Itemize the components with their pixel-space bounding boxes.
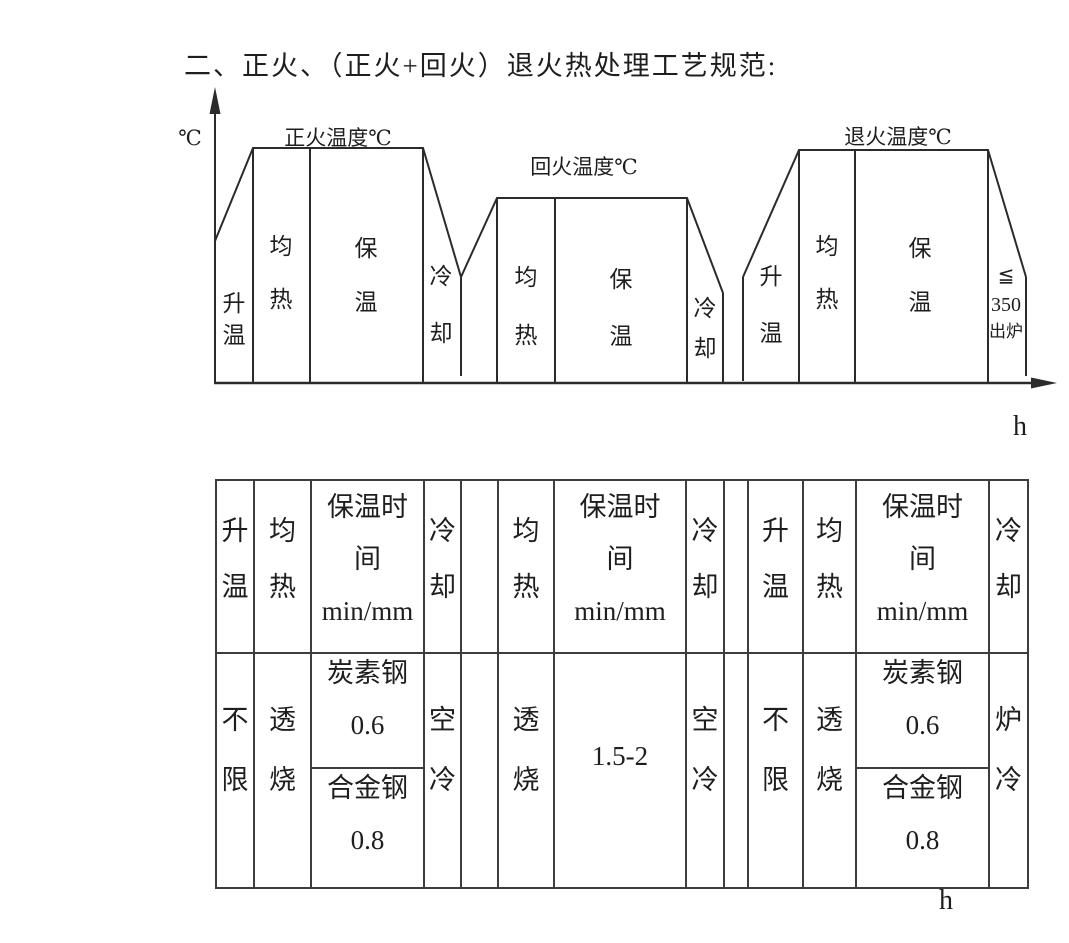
cell-soak-2: 透 烧 — [497, 652, 555, 889]
header-holdtime-1: 保温时 间 min/mm — [310, 479, 425, 654]
seg3-hold-label: 保 温 — [908, 236, 932, 315]
seg2-cool-label: 冷 却 — [693, 296, 717, 361]
cell-cool-3: 炉 冷 — [988, 652, 1029, 889]
seg2-hold-label: 保 温 — [609, 267, 633, 349]
header-cool-2: 冷 却 — [685, 479, 725, 654]
y-axis-unit-label: ℃ — [178, 126, 202, 150]
cell-alloy-steel-1: 合金钢 0.8 — [310, 767, 425, 889]
header-heatup-3: 升 温 — [747, 479, 804, 654]
normalizing-temp-label: 正火温度℃ — [284, 126, 392, 150]
cell-text: 合金钢 0.8 — [327, 773, 408, 855]
process-table: 升 温 均 热 保温时 间 min/mm 冷 却 均 热 保温时 间 min/m… — [215, 479, 1029, 889]
seg1-hold-label: 保 温 — [354, 236, 378, 315]
cell-cool-2: 空 冷 — [685, 652, 725, 889]
cell-cool-1: 空 冷 — [423, 652, 462, 889]
header-heatup-1: 升 温 — [215, 479, 255, 654]
header-soak-3: 均 热 — [802, 479, 857, 654]
header-cool-3: 冷 却 — [988, 479, 1029, 654]
cell-carbon-steel-3: 炭素钢 0.6 — [855, 652, 990, 769]
page-title: 二、正火、（正火+回火）退火热处理工艺规范: — [184, 51, 778, 81]
cell-soak-3: 透 烧 — [802, 652, 857, 889]
annealing-temp-label: 退火温度℃ — [844, 125, 952, 149]
cell-alloy-steel-3: 合金钢 0.8 — [855, 767, 990, 889]
header-spacer-1 — [460, 479, 499, 654]
x-axis-unit-label: h — [1013, 411, 1027, 442]
process-diagram — [209, 87, 1057, 389]
cell-text: 合金钢 0.8 — [882, 773, 963, 855]
header-cool-1: 冷 却 — [423, 479, 462, 654]
header-soak-2: 均 热 — [497, 479, 555, 654]
tempering-temp-label: 回火温度℃ — [530, 155, 638, 179]
x-axis-arrow-icon — [1031, 377, 1057, 389]
seg3-heatup-label: 升 温 — [759, 264, 783, 346]
y-axis-arrow-icon — [209, 87, 221, 114]
header-holdtime-2: 保温时 间 min/mm — [553, 479, 687, 654]
header-holdtime-3: 保温时 间 min/mm — [855, 479, 990, 654]
cell-heatup-3: 不 限 — [747, 652, 804, 889]
header-soak-1: 均 热 — [253, 479, 312, 654]
cell-heatup-1: 不 限 — [215, 652, 255, 889]
cell-spacer-1 — [460, 652, 499, 889]
footer-hours-label: h — [939, 885, 953, 916]
cell-spacer-2 — [723, 652, 749, 889]
seg1-soak-label: 均 热 — [269, 234, 293, 312]
header-spacer-2 — [723, 479, 749, 654]
seg1-heatup-label: 升 温 — [222, 291, 246, 348]
cell-text: 炭素钢 0.6 — [882, 658, 963, 740]
cell-text: 炭素钢 0.6 — [327, 658, 408, 740]
seg3-furnace-exit-limit: ≦ 350 — [991, 265, 1021, 316]
cell-holdtime-2: 1.5-2 — [553, 652, 687, 889]
cell-carbon-steel-1: 炭素钢 0.6 — [310, 652, 425, 769]
seg2-soak-label: 均 热 — [514, 265, 538, 348]
seg1-cool-label: 冷 却 — [429, 264, 453, 346]
seg3-soak-label: 均 热 — [815, 234, 839, 312]
cell-soak-1: 透 烧 — [253, 652, 312, 889]
seg3-furnace-exit-label: 出炉 — [989, 322, 1023, 341]
